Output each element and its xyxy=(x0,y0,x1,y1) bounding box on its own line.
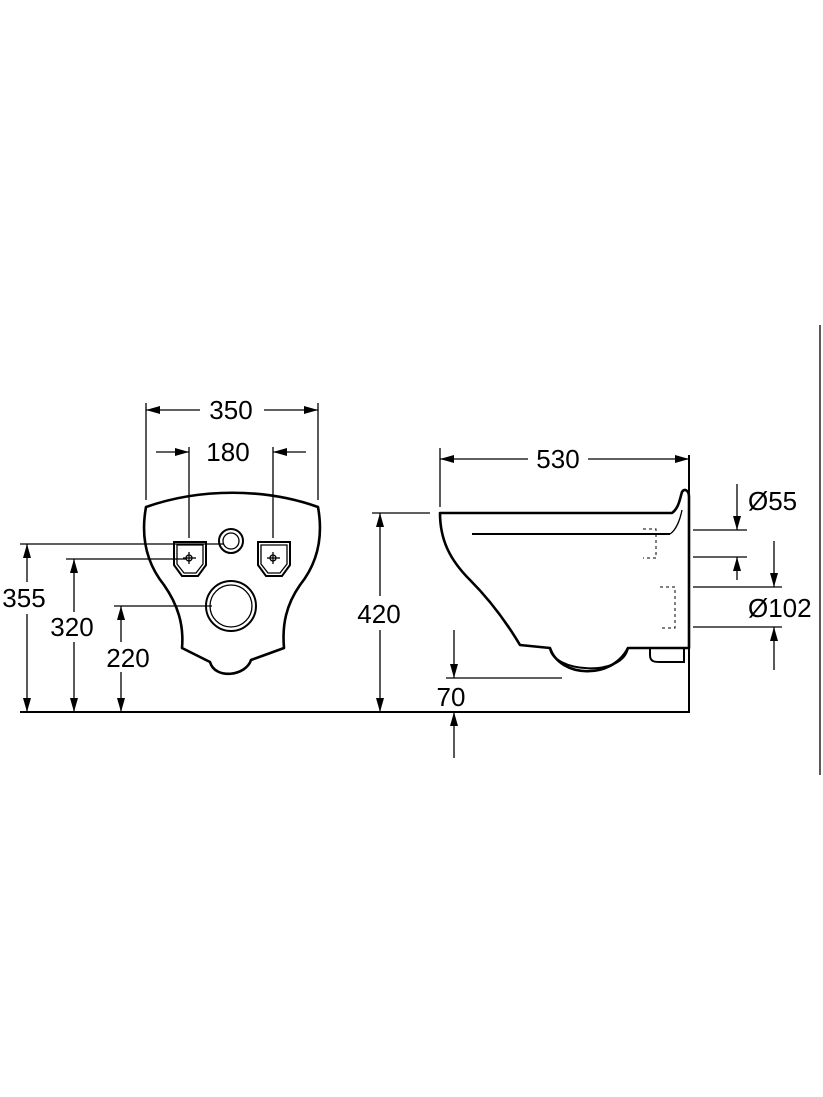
dim-530-label: 530 xyxy=(536,444,579,474)
dim-320-label: 320 xyxy=(50,612,93,642)
dim-55-label: Ø55 xyxy=(748,486,797,516)
outlet-hidden-line xyxy=(660,586,676,629)
left-bolt-bracket xyxy=(173,541,207,577)
dim-180-label: 180 xyxy=(206,437,249,467)
side-view: 530 420 70 Ø55 Ø102 xyxy=(357,444,812,758)
trap-curve xyxy=(549,647,629,670)
right-bolt-bracket xyxy=(257,541,291,577)
inlet-circle xyxy=(218,528,244,554)
dim-350-label: 350 xyxy=(209,395,252,425)
wall-bracket xyxy=(649,648,685,663)
dim-355-label: 355 xyxy=(2,583,45,613)
front-view: 350 180 355 320 220 xyxy=(2,395,322,712)
inlet-hidden-line xyxy=(643,528,657,559)
side-view-outline xyxy=(438,488,691,673)
inlet-circle-inner xyxy=(222,532,240,550)
dim-420-label: 420 xyxy=(357,599,400,629)
dim-220-label: 220 xyxy=(106,643,149,673)
dim-102-label: Ø102 xyxy=(748,593,812,623)
front-view-outline xyxy=(142,491,322,676)
dim-70-label: 70 xyxy=(437,682,466,712)
